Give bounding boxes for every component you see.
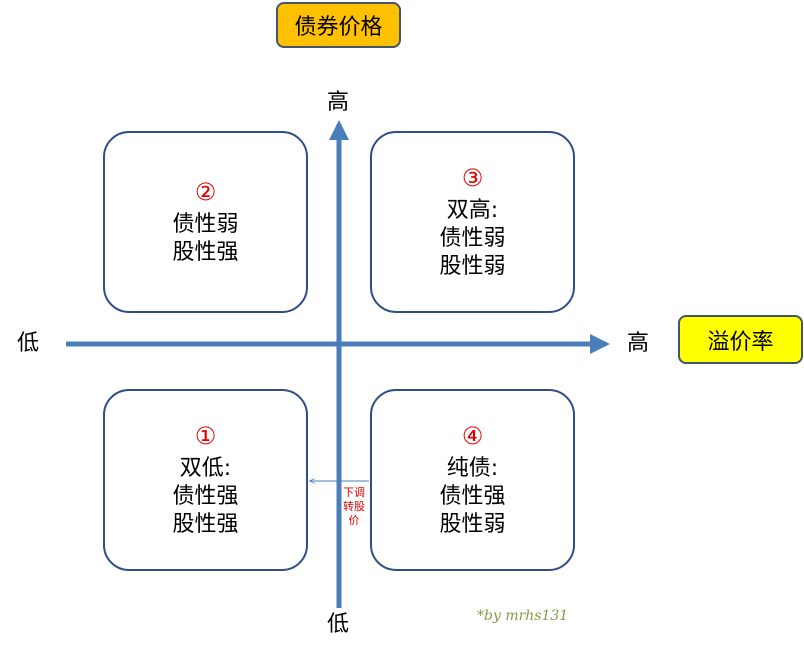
- y-axis-title-box: 债券价格: [276, 2, 401, 48]
- adjust-arrow-label: 下调 转股 价: [343, 486, 365, 527]
- y-axis-title: 债券价格: [294, 15, 383, 40]
- quadrant-4-line: 债性强: [439, 484, 506, 509]
- quadrant-4-line: 股性弱: [439, 512, 506, 537]
- x-axis-high-label: 高: [627, 331, 650, 356]
- quadrant-2: ② 债性弱 股性强: [103, 131, 308, 313]
- credit-text: *by mrhs131: [477, 608, 569, 624]
- quadrant-4: ④ 纯债: 债性强 股性弱: [370, 389, 575, 571]
- y-axis-high-label: 高: [327, 90, 350, 115]
- quadrant-3-line: 股性弱: [439, 254, 506, 279]
- x-axis-title-box: 溢价率: [678, 315, 803, 364]
- quadrant-1: ① 双低: 债性强 股性强: [103, 389, 308, 571]
- y-axis-low-label: 低: [327, 612, 350, 637]
- quadrant-3-number: ③: [461, 164, 484, 192]
- quadrant-1-line: 双低:: [179, 456, 232, 481]
- quadrant-2-line: 债性弱: [172, 212, 239, 237]
- quadrant-3: ③ 双高: 债性弱 股性弱: [370, 131, 575, 313]
- quadrant-2-number: ②: [194, 178, 217, 206]
- x-axis-title: 溢价率: [707, 329, 774, 355]
- quadrant-1-line: 股性强: [172, 512, 239, 537]
- quadrant-4-number: ④: [461, 422, 484, 450]
- quadrant-1-number: ①: [194, 422, 217, 450]
- quadrant-3-line: 债性弱: [439, 226, 506, 251]
- quadrant-2-line: 股性强: [172, 240, 239, 265]
- quadrant-1-line: 债性强: [172, 484, 239, 509]
- x-axis-low-label: 低: [17, 331, 40, 356]
- quadrant-3-line: 双高:: [446, 198, 499, 223]
- quadrant-4-line: 纯债:: [446, 456, 499, 481]
